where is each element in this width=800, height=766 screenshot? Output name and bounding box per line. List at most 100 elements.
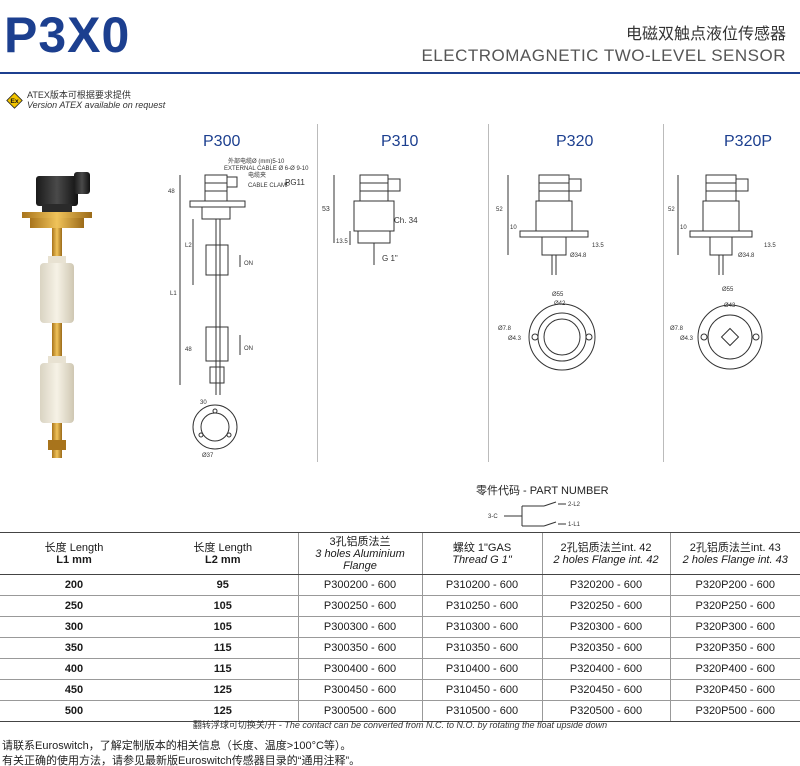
cell-part: P320450 - 600 bbox=[541, 679, 670, 701]
cell-part: P300300 - 600 bbox=[297, 616, 422, 638]
table-header-row: 长度 Length L1 mm 长度 Length L2 mm 3孔铝质法兰 3… bbox=[0, 532, 800, 575]
cell-part: P300200 - 600 bbox=[297, 574, 422, 596]
cell-l2: 115 bbox=[148, 637, 298, 659]
column-divider bbox=[663, 124, 664, 462]
cell-part: P300500 - 600 bbox=[297, 700, 422, 722]
p300-cable-en: EXTERNAL CABLE Ø 6-Ø 9-10 bbox=[224, 166, 309, 172]
cell-l1: 400 bbox=[0, 658, 148, 680]
note-custom-versions: 请联系Euroswitch，了解定制版本的相关信息（长度、温度>100°C等）。 bbox=[2, 740, 352, 752]
p320-dim-78: Ø7.8 bbox=[498, 326, 512, 332]
header-p320: 2孔铝质法兰int. 42 2 holes Flange int. 42 bbox=[541, 532, 670, 575]
cell-part: P320P400 - 600 bbox=[669, 658, 800, 680]
cell-part: P320300 - 600 bbox=[541, 616, 670, 638]
cell-l2: 95 bbox=[148, 574, 298, 596]
header-p320p: 2孔铝质法兰int. 43 2 holes Flange int. 43 bbox=[669, 532, 800, 575]
cell-part: P320P350 - 600 bbox=[669, 637, 800, 659]
cell-l2: 125 bbox=[148, 679, 298, 701]
p320-dim-55: Ø55 bbox=[552, 292, 564, 298]
p310-dimension-drawing: 53 13.5 Ch. 34 G 1" bbox=[322, 174, 418, 265]
cell-l1: 500 bbox=[0, 700, 148, 722]
table-row: 450 125 P300450 - 600 P310450 - 600 P320… bbox=[0, 679, 800, 701]
table-footnote-en: The contact can be converted from N.C. t… bbox=[284, 720, 608, 730]
contact-wiring-symbol: 3-C 2-L2 1-L1 bbox=[488, 501, 581, 528]
cell-l1: 300 bbox=[0, 616, 148, 638]
model-title: P3X0 bbox=[4, 7, 131, 63]
atex-note-cn: ATEX版本可根据要求提供 bbox=[27, 90, 131, 100]
cell-part: P300350 - 600 bbox=[297, 637, 422, 659]
p300-cable-cn: 外部电缆Ø (mm)5-10 bbox=[228, 157, 285, 165]
cell-part: P300450 - 600 bbox=[297, 679, 422, 701]
p320-dim-34: Ø34.8 bbox=[570, 253, 587, 259]
cell-part: P310450 - 600 bbox=[421, 679, 542, 701]
p320p-dim-10: 10 bbox=[680, 225, 687, 231]
p300-dim-37: Ø37 bbox=[202, 453, 214, 459]
part-number-table: 长度 Length L1 mm 长度 Length L2 mm 3孔铝质法兰 3… bbox=[0, 532, 800, 722]
header-l1: 长度 Length L1 mm bbox=[0, 532, 148, 575]
p320p-dim-78: Ø7.8 bbox=[670, 326, 684, 332]
p300-dim-l2: L2 bbox=[185, 243, 192, 249]
cell-part: P320200 - 600 bbox=[541, 574, 670, 596]
p320-dim-43: Ø4.3 bbox=[508, 336, 522, 342]
p310-ch-label: Ch. 34 bbox=[394, 216, 418, 225]
model-p320-label: P320 bbox=[556, 133, 594, 150]
table-row: 250 105 P300250 - 600 P310250 - 600 P320… bbox=[0, 595, 800, 617]
wiring-l2-label: 2-L2 bbox=[568, 502, 581, 508]
svg-text:Ex: Ex bbox=[10, 98, 19, 105]
cell-l2: 125 bbox=[148, 700, 298, 722]
cell-part: P310200 - 600 bbox=[421, 574, 542, 596]
p320p-dimension-drawing: 52 10 13.5 Ø34.8 Ø55 Ø43 Ø7.8 Ø4.3 bbox=[668, 174, 776, 370]
p300-dimension-drawing: 外部电缆Ø (mm)5-10 EXTERNAL CABLE Ø 6-Ø 9-10… bbox=[168, 157, 309, 459]
cell-l1: 250 bbox=[0, 595, 148, 617]
cell-part: P300400 - 600 bbox=[297, 658, 422, 680]
wiring-common-label: 3-C bbox=[488, 514, 498, 520]
header-p300: 3孔铝质法兰 3 holes Aluminium Flange bbox=[297, 532, 422, 575]
p310-dim-13: 13.5 bbox=[336, 239, 348, 245]
p320p-dim-43: Ø43 bbox=[724, 303, 736, 309]
header-l2: 长度 Length L2 mm bbox=[148, 532, 298, 575]
model-p320p-label: P320P bbox=[724, 133, 773, 150]
cell-part: P300250 - 600 bbox=[297, 595, 422, 617]
cell-part: P320P450 - 600 bbox=[669, 679, 800, 701]
model-p300-label: P300 bbox=[203, 133, 241, 150]
p320p-dim-52: 52 bbox=[668, 207, 675, 213]
cell-part: P320350 - 600 bbox=[541, 637, 670, 659]
p320-dimension-drawing: 52 10 13.5 Ø34.8 Ø55 Ø42 Ø7.8 Ø4.3 bbox=[496, 174, 604, 371]
p300-clamp-en: CABLE CLAMP bbox=[248, 183, 290, 189]
p320-dim-52: 52 bbox=[496, 207, 503, 213]
p300-dim-l1: L1 bbox=[170, 291, 177, 297]
p320p-dim-43b: Ø4.3 bbox=[680, 336, 694, 342]
table-footnote: 翻转浮球可切换关/开 - The contact can be converte… bbox=[0, 718, 800, 731]
note-general-notes: 有关正确的使用方法，请参见最新版Euroswitch传感器目录的“通用注释”。 bbox=[2, 755, 361, 766]
title-chinese: 电磁双触点液位传感器 bbox=[625, 26, 786, 43]
table-row: 400 115 P300400 - 600 P310400 - 600 P320… bbox=[0, 658, 800, 680]
cell-part: P320400 - 600 bbox=[541, 658, 670, 680]
p300-on-label: ON bbox=[244, 261, 253, 267]
p320p-dim-13: 13.5 bbox=[764, 243, 776, 249]
p320-dim-10: 10 bbox=[510, 225, 517, 231]
cell-l2: 105 bbox=[148, 616, 298, 638]
sensor-product-photo bbox=[22, 172, 92, 458]
p320p-dim-55: Ø55 bbox=[722, 287, 734, 293]
p300-pg-label: PG11 bbox=[285, 178, 305, 187]
cell-l1: 200 bbox=[0, 574, 148, 596]
cell-part: P320P300 - 600 bbox=[669, 616, 800, 638]
p300-clamp-cn: 电缆夹 bbox=[248, 171, 266, 179]
header-divider bbox=[0, 72, 800, 74]
cell-part: P320P250 - 600 bbox=[669, 595, 800, 617]
p320-dim-42: Ø42 bbox=[554, 301, 566, 307]
cell-part: P310350 - 600 bbox=[421, 637, 542, 659]
cell-part: P320P200 - 600 bbox=[669, 574, 800, 596]
table-row: 300 105 P300300 - 600 P310300 - 600 P320… bbox=[0, 616, 800, 638]
cell-l1: 450 bbox=[0, 679, 148, 701]
header-p310: 螺纹 1"GAS Thread G 1" bbox=[421, 532, 542, 575]
p310-thread-label: G 1" bbox=[382, 254, 398, 263]
cell-part: P320500 - 600 bbox=[541, 700, 670, 722]
part-number-label: 零件代码 - PART NUMBER bbox=[476, 485, 609, 497]
table-row: 500 125 P300500 - 600 P310500 - 600 P320… bbox=[0, 700, 800, 722]
cell-l1: 350 bbox=[0, 637, 148, 659]
table-footnote-cn: 翻转浮球可切换关/开 - bbox=[192, 720, 285, 730]
title-english: ELECTROMAGNETIC TWO-LEVEL SENSOR bbox=[421, 46, 786, 65]
p300-dim-30: 30 bbox=[200, 400, 207, 406]
table-row: 200 95 P300200 - 600 P310200 - 600 P3202… bbox=[0, 574, 800, 596]
column-divider bbox=[317, 124, 318, 462]
